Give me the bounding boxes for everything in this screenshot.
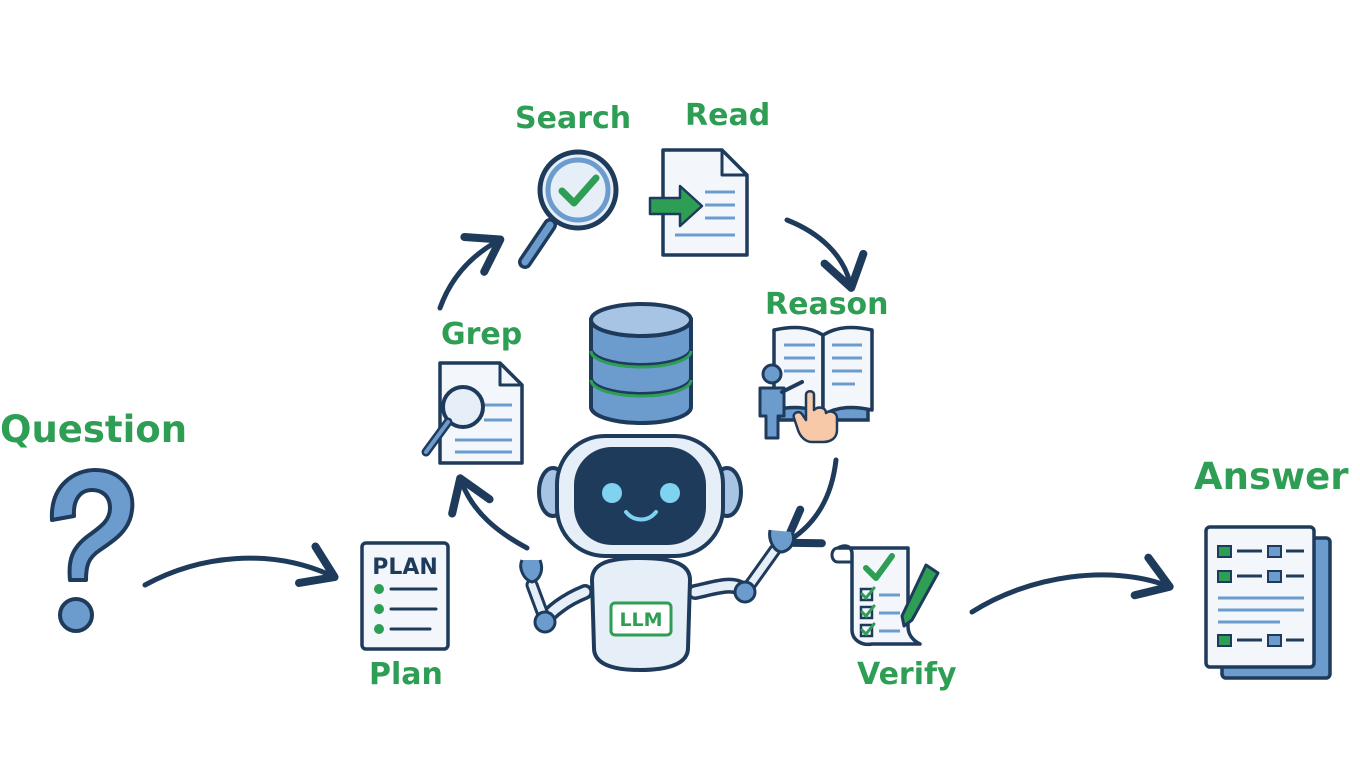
arrow-robot-to-grep [448,474,530,551]
label-question: Question [0,408,188,451]
read-document-icon [648,148,749,257]
question-mark-icon [49,468,135,633]
answer-report-icon [1204,525,1332,680]
label-plan: Plan [369,657,443,692]
label-search: Search [515,101,632,136]
label-answer: Answer [1194,455,1349,498]
label-read: Read [685,98,771,133]
plan-document-heading: PLAN [372,555,438,580]
arrow-question-to-plan [142,542,339,588]
arrow-read-to-reason [784,217,868,292]
llm-robot-icon: LLM [519,434,796,672]
arrow-verify-to-answer [969,553,1174,615]
arrow-grep-to-search [437,233,505,311]
plan-document-icon: PLAN [360,541,450,651]
arrow-reason-to-verify [781,457,839,548]
label-grep: Grep [441,317,523,352]
reason-book-icon [758,325,874,444]
verify-checklist-icon [830,544,940,647]
robot-badge-text: LLM [619,609,662,631]
label-reason: Reason [765,287,889,322]
database-icon [589,302,693,425]
label-verify: Verify [857,657,957,692]
grep-document-icon [421,361,524,465]
search-magnifier-icon [518,149,619,269]
